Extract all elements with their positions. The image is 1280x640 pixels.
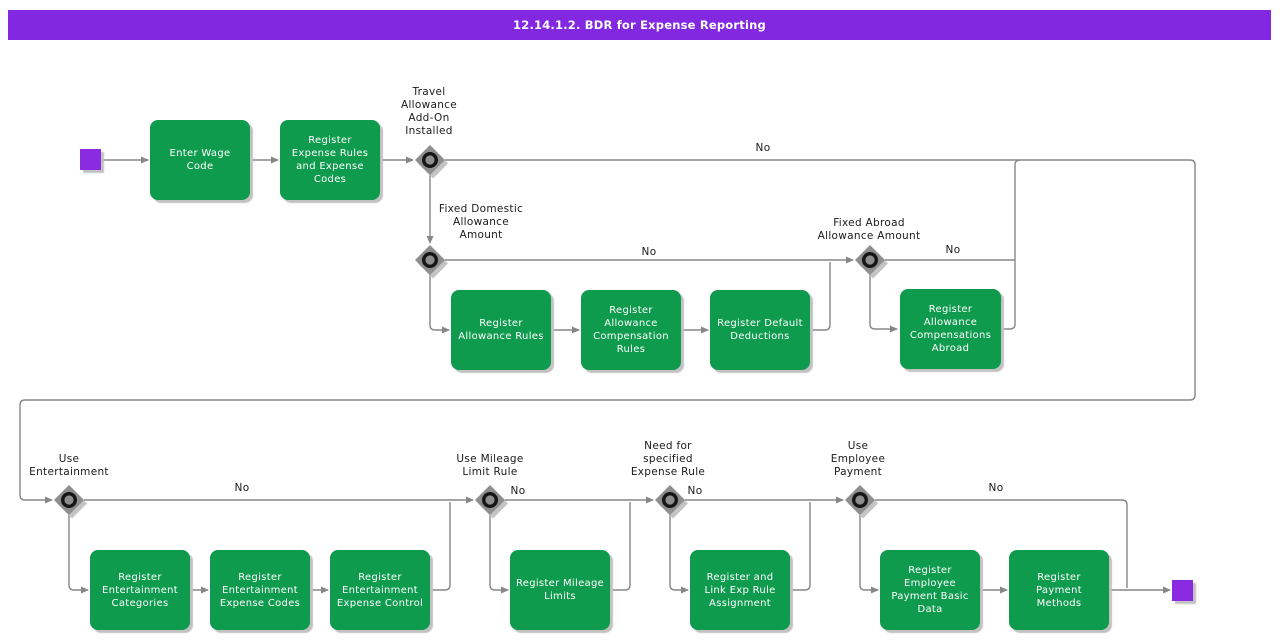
edge-mileage-limits-out-merge-up	[610, 502, 631, 591]
gateway-label-travel-allowance-add-on-installed: Travel Allowance Add-On Installed	[400, 86, 458, 137]
diagram-title-bar: 12.14.1.2. BDR for Expense Reporting	[8, 10, 1271, 40]
gateway-label-fixed-abroad-allowance-amount: Fixed Abroad Allowance Amount	[817, 217, 921, 242]
start-node	[80, 149, 101, 170]
edge-specified-rule-yes-to-rule-assignment	[669, 515, 689, 594]
edge-default-deductions-to-fixed-abroad-merge	[810, 262, 831, 331]
edge-fixed-domestic-yes-to-register-allowance-rules	[429, 275, 450, 334]
task-register-entertainment-expense-codes[interactable]: Register Entertainment Expense Codes	[210, 550, 310, 630]
task-register-mileage-limits[interactable]: Register Mileage Limits	[510, 550, 610, 630]
edge-use-entertainment-yes-to-categories	[68, 515, 89, 594]
edge-rule-assignment-out-merge-up	[790, 502, 811, 591]
task-register-allowance-rules[interactable]: Register Allowance Rules	[451, 290, 551, 370]
task-register-entertainment-categories[interactable]: Register Entertainment Categories	[90, 550, 190, 630]
edge-label-no-5: No	[510, 485, 526, 497]
gateway-use-entertainment[interactable]	[54, 485, 87, 519]
task-register-allowance-compensations-abroad[interactable]: Register Allowance Compensations Abroad	[900, 289, 1001, 369]
edge-expense-control-out-merge-up	[430, 502, 451, 591]
edge-compensations-abroad-out-merge-up	[1001, 159, 1021, 330]
gateway-use-mileage-limit-rule[interactable]	[475, 485, 508, 519]
edge-label-no-4: No	[234, 482, 250, 494]
gateway-fixed-domestic-allowance-amount[interactable]	[415, 245, 448, 279]
task-register-entertainment-expense-control[interactable]: Register Entertainment Expense Control	[330, 550, 430, 630]
edge-label-no-7: No	[988, 482, 1004, 494]
gateway-travel-allowance-add-on-installed[interactable]	[415, 145, 448, 179]
gateway-label-fixed-domestic-allowance-amount: Fixed Domestic Allowance Amount	[438, 203, 524, 241]
edge-label-no-6: No	[687, 485, 703, 497]
task-enter-wage-code[interactable]: Enter Wage Code	[150, 120, 250, 200]
gateway-fixed-abroad-allowance-amount[interactable]	[855, 245, 888, 279]
diagram-title: 12.14.1.2. BDR for Expense Reporting	[513, 18, 766, 32]
edge-employee-payment-yes-to-basic-data	[859, 515, 879, 594]
gateway-use-employee-payment[interactable]	[845, 485, 878, 519]
edge-mileage-yes-to-mileage-limits	[489, 515, 509, 594]
task-register-default-deductions[interactable]: Register Default Deductions	[710, 290, 810, 370]
edge-label-no-3: No	[945, 244, 961, 256]
gateway-label-use-employee-payment: Use Employee Payment	[830, 440, 886, 478]
edge-fixed-abroad-yes-to-compensations-abroad	[869, 275, 898, 333]
task-register-payment-methods[interactable]: Register Payment Methods	[1009, 550, 1109, 630]
task-register-and-link-exp-rule-assignment[interactable]: Register and Link Exp Rule Assignment	[690, 550, 790, 630]
task-register-expense-rules-and-expense-codes[interactable]: Register Expense Rules and Expense Codes	[280, 120, 380, 200]
edge-label-no-1: No	[755, 142, 771, 154]
task-register-allowance-compensation-rules[interactable]: Register Allowance Compensation Rules	[581, 290, 681, 370]
task-register-employee-payment-basic-data[interactable]: Register Employee Payment Basic Data	[880, 550, 980, 630]
gateway-need-for-specified-expense-rule[interactable]	[655, 485, 688, 519]
edge-label-no-2: No	[641, 246, 657, 258]
gateway-label-need-for-specified-expense-rule: Need for specified Expense Rule	[630, 440, 706, 478]
gateway-label-use-entertainment: Use Entertainment	[29, 453, 109, 478]
gateway-label-use-mileage-limit-rule: Use Mileage Limit Rule	[456, 453, 524, 478]
end-node	[1172, 580, 1193, 601]
